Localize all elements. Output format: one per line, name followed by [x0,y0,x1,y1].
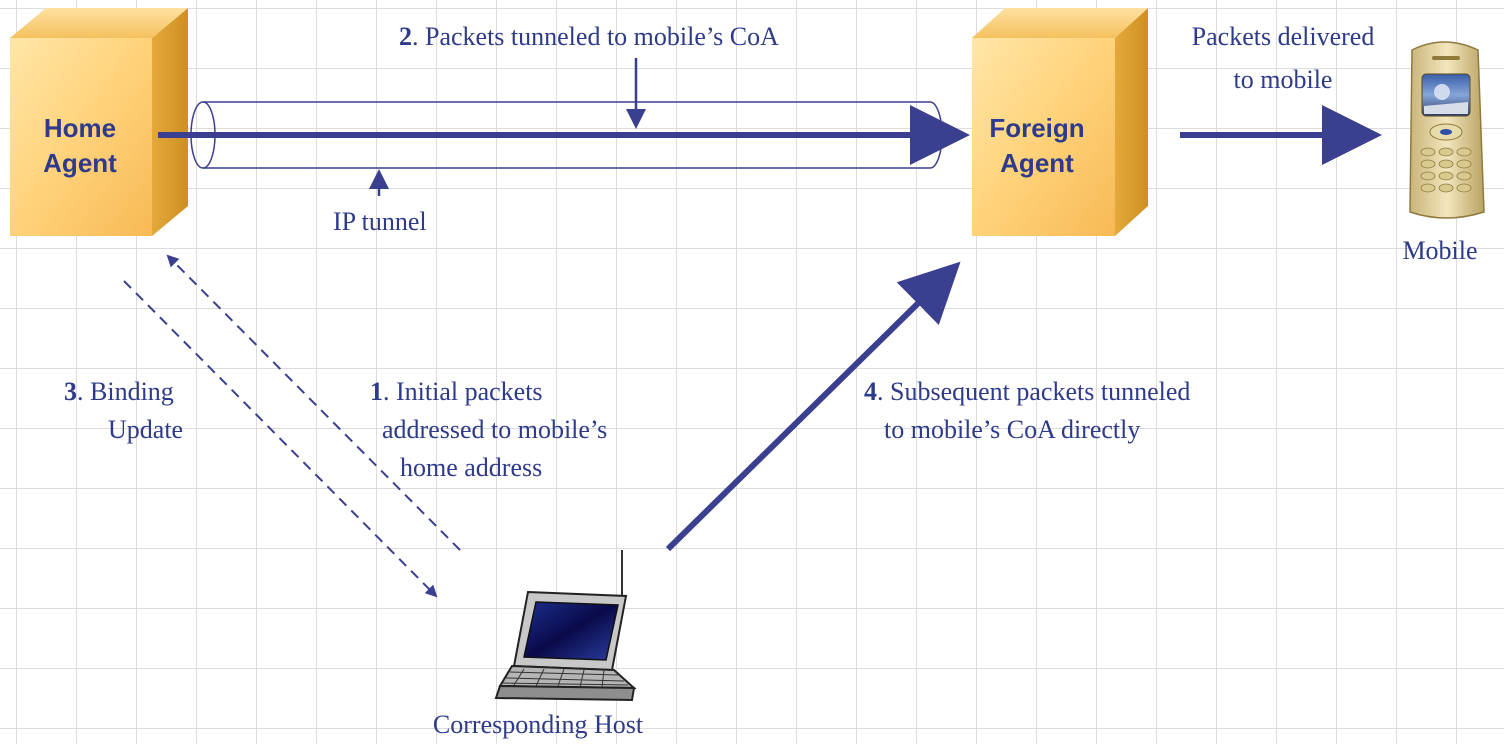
step3-number: 3 [64,377,77,406]
mobile-label: Mobile [1402,236,1477,265]
foreign-agent-label-line2: Agent [1000,148,1074,178]
step4-text: . Subsequent packets tunneled [877,377,1190,406]
home-agent-box: Home Agent [10,8,188,236]
foreign-agent-label-line1: Foreign [989,113,1084,143]
delivered-label-line2: to mobile [1234,65,1333,94]
step1-label-line3: home address [400,453,542,482]
ip-tunnel-label: IP tunnel [333,207,427,236]
step4-label-line2: to mobile’s CoA directly [884,415,1140,444]
step3-label-line1: 3. Binding [64,377,174,406]
foreign-agent-box: Foreign Agent [972,8,1148,236]
step1-label-line2: addressed to mobile’s [382,415,607,444]
step3-label-line2: Update [108,415,183,444]
step1-dashed-arrow [166,254,461,551]
corresponding-host-label: Corresponding Host [433,710,644,739]
ip-tunnel-tube [190,101,943,169]
step1-number: 1 [370,377,383,406]
step4-direct-arrow [665,261,961,552]
cell-phone-icon [1409,41,1485,219]
step4-number: 4 [864,377,877,406]
step3-dashed-arrow [123,280,438,598]
home-agent-label-line1: Home [44,113,116,143]
step1-text: . Initial packets [383,377,543,406]
laptop-icon [494,550,637,702]
step3-text: . Binding [77,377,174,406]
step4-label-line1: 4. Subsequent packets tunneled [864,377,1190,406]
step2-text: . Packets tunneled to mobile’s CoA [412,22,779,51]
delivered-label-line1: Packets delivered [1192,22,1375,51]
step2-label: 2. Packets tunneled to mobile’s CoA [399,22,779,51]
step1-label-line1: 1. Initial packets [370,377,543,406]
home-agent-label-line2: Agent [43,148,117,178]
step2-number: 2 [399,22,412,51]
